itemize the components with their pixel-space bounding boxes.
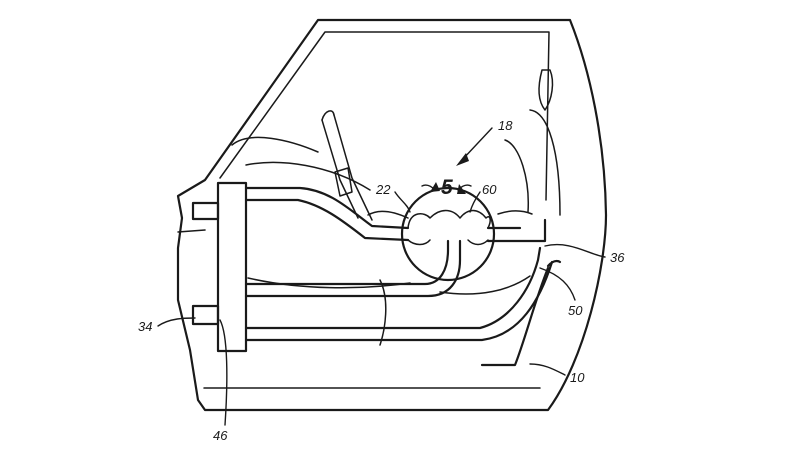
leader-lines [157, 127, 606, 426]
hinge-bracket [191, 181, 248, 353]
label-18: 18 [498, 118, 513, 133]
label-50: 50 [568, 303, 583, 318]
vehicle-interior [231, 69, 561, 346]
label-46: 46 [213, 428, 228, 443]
arrowheads [430, 153, 469, 194]
detail-area [400, 184, 496, 282]
label-10: 10 [570, 370, 585, 385]
label-36: 36 [610, 250, 625, 265]
label-34: 34 [138, 319, 152, 334]
label-22: 22 [375, 182, 391, 197]
label-5: 5 [441, 176, 453, 199]
tubular-frame [244, 186, 562, 367]
label-60: 60 [482, 182, 497, 197]
vehicle-door-body [176, 18, 608, 412]
